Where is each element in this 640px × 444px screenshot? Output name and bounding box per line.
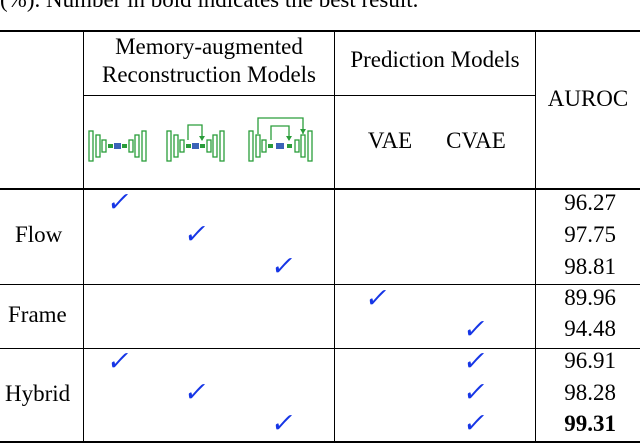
autoencoder-multi-skip-icon — [248, 117, 313, 162]
table-caption: (%). Number in bold indicates the best r… — [0, 0, 640, 14]
auroc-value: 89.96 — [564, 285, 616, 310]
check-mark-icon: ✓ — [181, 219, 212, 250]
auroc-value: 94.48 — [564, 316, 616, 341]
group-divider-1 — [0, 284, 640, 285]
check-mark-icon: ✓ — [460, 408, 491, 439]
autoencoder-plain-icon — [88, 130, 147, 162]
check-mark-icon: ✓ — [460, 314, 491, 345]
header-memory-augmented: Memory-augmented — [115, 34, 303, 59]
check-mark-icon: ✓ — [104, 346, 135, 377]
auroc-value-best: 99.31 — [564, 411, 616, 436]
group-label-frame: Frame — [8, 302, 67, 327]
check-mark-icon: ✓ — [362, 283, 393, 314]
check-mark-icon: ✓ — [181, 377, 212, 408]
header-bottom-rule — [0, 188, 640, 190]
col-divider-1 — [83, 30, 84, 442]
group-label-flow: Flow — [15, 222, 63, 247]
auroc-value: 98.28 — [564, 380, 616, 405]
header-prediction-models: Prediction Models — [350, 47, 520, 72]
autoencoder-single-skip-icon — [166, 124, 225, 162]
header-divider — [83, 95, 535, 96]
auroc-value: 96.27 — [564, 190, 616, 215]
col-divider-3 — [535, 30, 536, 442]
check-mark-icon: ✓ — [268, 408, 299, 439]
group-label-hybrid: Hybrid — [5, 381, 71, 406]
group-divider-2 — [0, 348, 640, 349]
col-divider-2 — [334, 30, 335, 442]
check-mark-icon: ✓ — [460, 377, 491, 408]
check-mark-icon: ✓ — [460, 346, 491, 377]
header-cvae: CVAE — [446, 128, 506, 153]
header-auroc: AUROC — [547, 86, 629, 111]
check-mark-icon: ✓ — [104, 187, 135, 218]
auroc-value: 96.91 — [564, 348, 616, 373]
bottom-rule — [0, 441, 640, 443]
check-mark-icon: ✓ — [268, 251, 299, 282]
top-rule — [0, 30, 640, 32]
auroc-value: 97.75 — [564, 222, 616, 247]
header-reconstruction-models: Reconstruction Models — [102, 62, 316, 87]
header-vae: VAE — [367, 128, 413, 153]
auroc-value: 98.81 — [564, 254, 616, 279]
